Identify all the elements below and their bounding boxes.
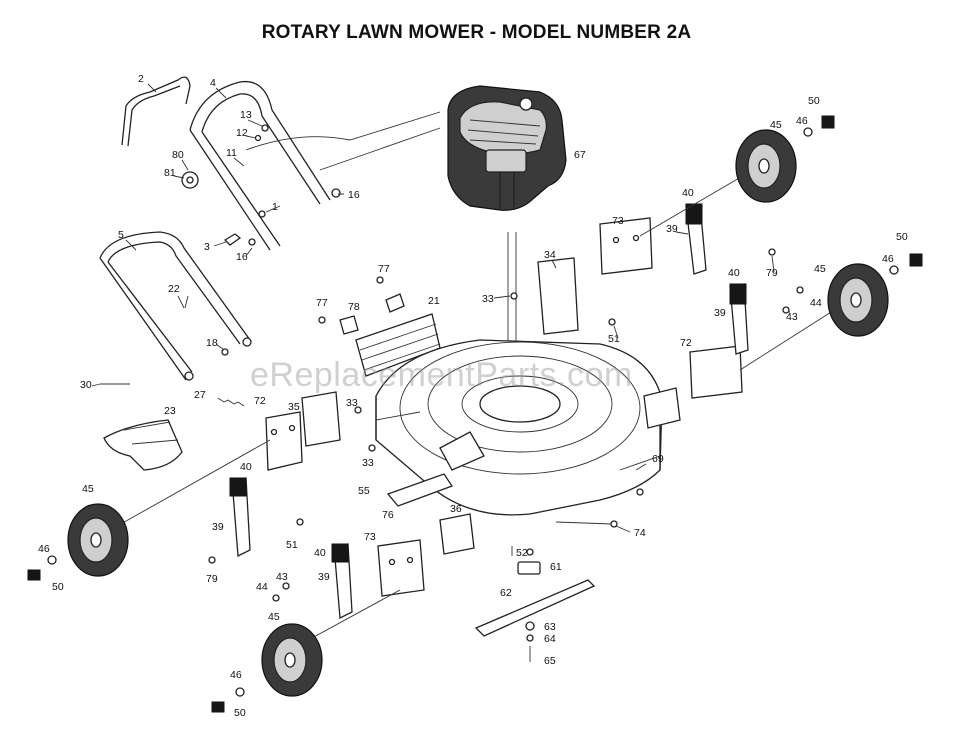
callout-46d: 46 (882, 253, 894, 265)
callout-61: 61 (550, 561, 562, 573)
callout-33b: 33 (362, 457, 374, 469)
diagram-title: ROTARY LAWN MOWER - MODEL NUMBER 2A (261, 22, 692, 43)
callout-73a: 73 (364, 531, 376, 543)
callout-2: 2 (138, 73, 144, 85)
callout-16b: 16 (348, 189, 360, 201)
flap-76 (386, 431, 485, 507)
callout-64: 64 (544, 633, 556, 645)
callout-45b: 45 (268, 611, 280, 623)
callout-33c: 33 (482, 293, 494, 305)
callout-4: 4 (210, 77, 216, 89)
callout-46c: 46 (796, 115, 808, 127)
callout-45d: 45 (814, 263, 826, 275)
callout-35: 35 (288, 401, 300, 413)
callout-23: 23 (164, 405, 176, 417)
callout-39b: 39 (318, 571, 330, 583)
callout-40a: 40 (240, 461, 252, 473)
callout-65: 65 (544, 655, 556, 667)
callout-52: 52 (516, 547, 528, 559)
callout-73b: 73 (612, 215, 624, 227)
callout-67: 67 (574, 149, 586, 161)
callout-5: 5 (118, 229, 124, 241)
callout-3: 3 (204, 241, 210, 253)
leader-lines (91, 83, 790, 533)
height-plates (265, 217, 743, 597)
callout-69: 69 (652, 453, 664, 465)
callout-50a: 50 (52, 581, 64, 593)
callout-36: 36 (450, 503, 462, 515)
callout-44b: 44 (810, 297, 822, 309)
callout-72b: 72 (680, 337, 692, 349)
callout-45c: 45 (770, 119, 782, 131)
throttle-cable (245, 111, 441, 151)
height-levers (229, 203, 749, 620)
callout-40c: 40 (682, 187, 694, 199)
handle-hardware (100, 124, 269, 407)
callout-18: 18 (206, 337, 218, 349)
callout-40b: 40 (314, 547, 326, 559)
callout-40d: 40 (728, 267, 740, 279)
callout-34: 34 (544, 249, 556, 261)
callout-78: 78 (348, 301, 360, 313)
callout-62: 62 (500, 587, 512, 599)
callout-72a: 72 (254, 395, 266, 407)
callout-43b: 43 (786, 311, 798, 323)
callout-30: 30 (80, 379, 92, 391)
callout-79b: 79 (766, 267, 778, 279)
wheel-nuts (27, 115, 923, 713)
callout-11: 11 (226, 147, 237, 159)
callout-77b: 77 (316, 297, 328, 309)
wheel-front-left (67, 503, 129, 577)
upper-handle (189, 80, 341, 251)
callout-21: 21 (428, 295, 440, 307)
engine (447, 85, 567, 211)
callout-12: 12 (236, 127, 248, 139)
wheel-rear-left (261, 623, 323, 697)
callout-27: 27 (194, 389, 206, 401)
callout-39a: 39 (212, 521, 224, 533)
callout-43a: 43 (276, 571, 288, 583)
callout-16a: 16 (236, 251, 248, 263)
callout-13: 13 (240, 109, 252, 121)
callout-50b: 50 (234, 707, 246, 719)
callout-22: 22 (168, 283, 180, 295)
callout-39d: 39 (714, 307, 726, 319)
rear-shield (355, 313, 441, 377)
callout-80: 80 (172, 149, 184, 161)
callout-79a: 79 (206, 573, 218, 585)
callout-63: 63 (544, 621, 556, 633)
callout-77a: 77 (378, 263, 390, 275)
grass-chute-23 (103, 419, 183, 471)
callout-50c: 50 (808, 95, 820, 107)
callout-1: 1 (272, 201, 278, 213)
wheel-front-right (735, 129, 797, 203)
callout-39c: 39 (666, 223, 678, 235)
callout-46a: 46 (38, 543, 50, 555)
callout-55: 55 (358, 485, 370, 497)
callout-76: 76 (382, 509, 394, 521)
callout-50d: 50 (896, 231, 908, 243)
watermark: eReplacementParts.com (250, 356, 633, 394)
control-bar (121, 76, 191, 147)
callout-46b: 46 (230, 669, 242, 681)
part-callouts: 2 4 13 12 80 81 11 1 3 16 16 5 22 18 30 … (38, 73, 908, 719)
wheel-rear-right (827, 263, 889, 337)
misc-bolts (208, 248, 804, 602)
callout-44a: 44 (256, 581, 268, 593)
callout-81: 81 (164, 167, 176, 179)
callout-33a: 33 (346, 397, 358, 409)
lower-handle (99, 231, 252, 381)
callout-51b: 51 (608, 333, 620, 345)
callout-45a: 45 (82, 483, 94, 495)
blade-assembly (474, 520, 618, 662)
callout-74: 74 (634, 527, 646, 539)
mower-deck (375, 339, 663, 516)
callout-51a: 51 (286, 539, 298, 551)
